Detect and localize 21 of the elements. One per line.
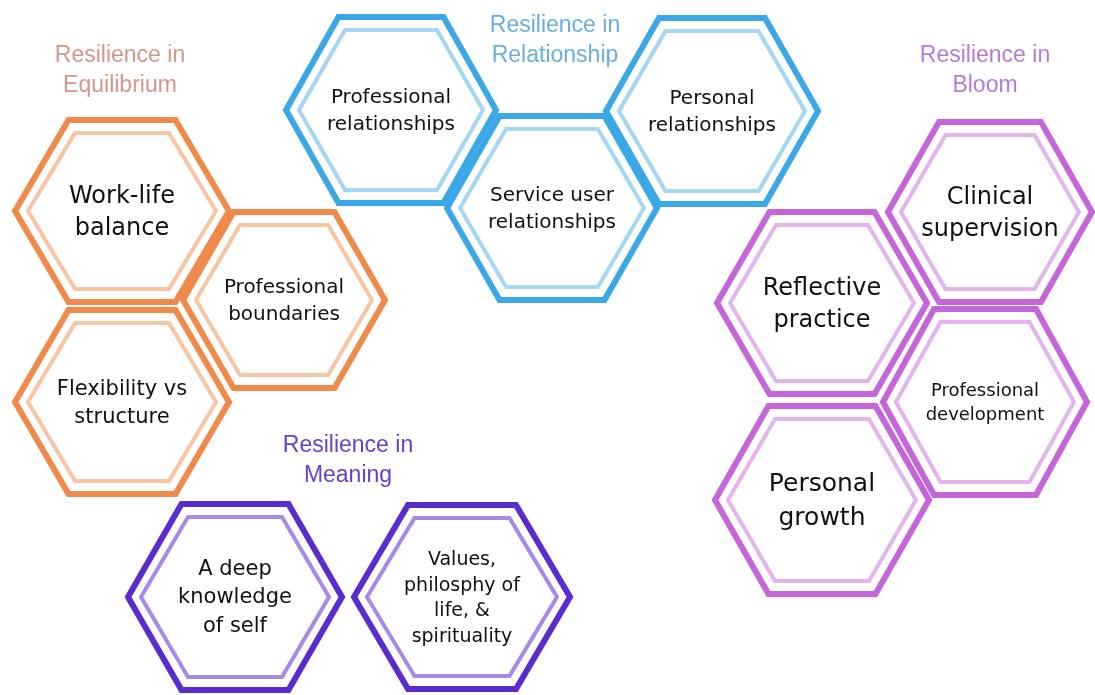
hexagon-label: Work-life balance xyxy=(68,179,176,243)
group-title: Resilience in Relationship xyxy=(488,10,622,69)
hexagon-node xyxy=(885,119,1095,305)
hexagon-node xyxy=(880,306,1090,498)
hexagon-label: Personal growth xyxy=(767,467,877,533)
hexagon-label: Reflective practice xyxy=(761,271,883,335)
hexagon-label: Professional development xyxy=(924,377,1046,426)
group-title: Resilience in Equilibrium xyxy=(53,40,187,99)
hexagon-label: Professional relationships xyxy=(326,83,456,137)
hexagon-label: A deep knowledge of self xyxy=(177,555,293,640)
group-title: Resilience in Bloom xyxy=(918,40,1052,99)
hexagon-node xyxy=(12,307,232,497)
hexagon-label: Values, philosphy of life, & spirituality xyxy=(403,545,522,648)
group-title: Resilience in Meaning xyxy=(281,430,415,489)
hexagon-label: Service user relationships xyxy=(487,181,617,235)
hexagon-label: Clinical supervision xyxy=(920,180,1060,244)
hexagon-label: Flexibility vs structure xyxy=(55,374,189,430)
hexagon-label: Professional boundaries xyxy=(222,273,346,327)
hexagon-node xyxy=(351,502,573,692)
hexagon-node xyxy=(125,501,345,693)
hexagon-label: Personal relationships xyxy=(647,84,777,138)
